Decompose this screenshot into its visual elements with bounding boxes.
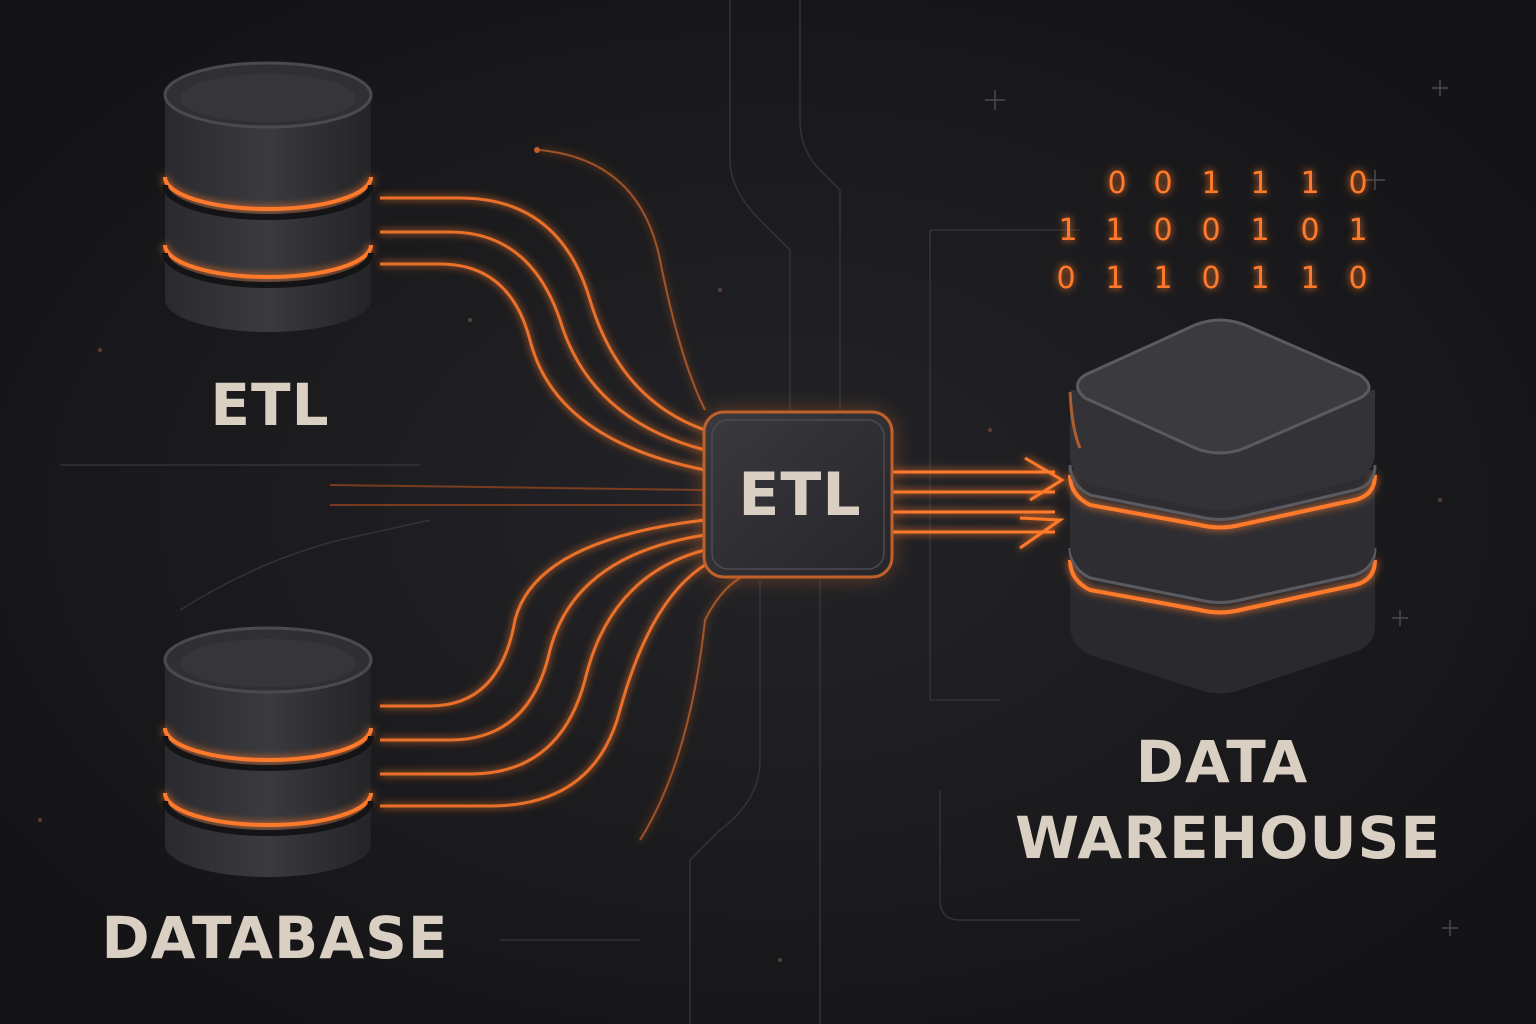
flow-lines-bottom <box>380 518 741 841</box>
flow-line <box>380 518 706 708</box>
binary-digit: 1 <box>1300 166 1319 201</box>
flow-lines-top <box>380 149 706 472</box>
source-bottom-label: DATABASE <box>102 904 449 972</box>
database-cylinder-top <box>162 61 374 332</box>
binary-digit: 1 <box>1348 213 1367 248</box>
binary-digit: 1 <box>1105 261 1124 296</box>
binary-digit: 1 <box>1250 213 1269 248</box>
binary-digit: 1 <box>1250 261 1269 296</box>
binary-digit: 0 <box>1107 166 1126 201</box>
database-cylinder-bottom <box>162 626 374 877</box>
flow-line <box>639 577 741 841</box>
etl-box <box>702 410 894 579</box>
etl-box-label: ETL <box>738 460 861 530</box>
binary-digits: 0 0 1 1 1 0 1 1 0 0 1 0 1 0 1 1 0 1 1 0 <box>1056 166 1367 296</box>
faint-circuit-lines <box>60 0 1080 1024</box>
binary-digit: 0 <box>1201 213 1220 248</box>
binary-digit: 0 <box>1153 166 1172 201</box>
binary-digit: 0 <box>1300 213 1319 248</box>
binary-digit: 1 <box>1201 166 1220 201</box>
flow-line <box>380 230 706 452</box>
warehouse-label-line1: DATA <box>1136 728 1308 796</box>
dots <box>38 147 1442 962</box>
binary-digit: 0 <box>1056 261 1075 296</box>
binary-digit: 0 <box>1348 166 1367 201</box>
flow-line <box>380 262 706 472</box>
binary-digit: 0 <box>1153 213 1172 248</box>
arrow-head-icon <box>1024 456 1065 502</box>
flow-line <box>380 548 706 776</box>
binary-digit: 1 <box>1105 213 1124 248</box>
flow-line <box>380 196 706 432</box>
binary-digit: 1 <box>1058 213 1077 248</box>
sparkles <box>985 80 1458 936</box>
output-arrows <box>892 456 1065 550</box>
flow-line <box>539 149 706 411</box>
flow-line <box>380 533 706 742</box>
warehouse-label-line2: WAREHOUSE <box>1015 804 1441 872</box>
binary-digit: 0 <box>1201 261 1220 296</box>
data-warehouse-stack <box>1068 318 1377 694</box>
binary-digit: 1 <box>1250 166 1269 201</box>
binary-digit: 0 <box>1348 261 1367 296</box>
arrow-head-icon <box>1019 516 1065 550</box>
flow-line <box>380 563 706 808</box>
binary-digit: 1 <box>1153 261 1172 296</box>
source-top-label: ETL <box>210 371 329 439</box>
binary-digit: 1 <box>1300 261 1319 296</box>
flow-lines-left <box>329 484 706 506</box>
